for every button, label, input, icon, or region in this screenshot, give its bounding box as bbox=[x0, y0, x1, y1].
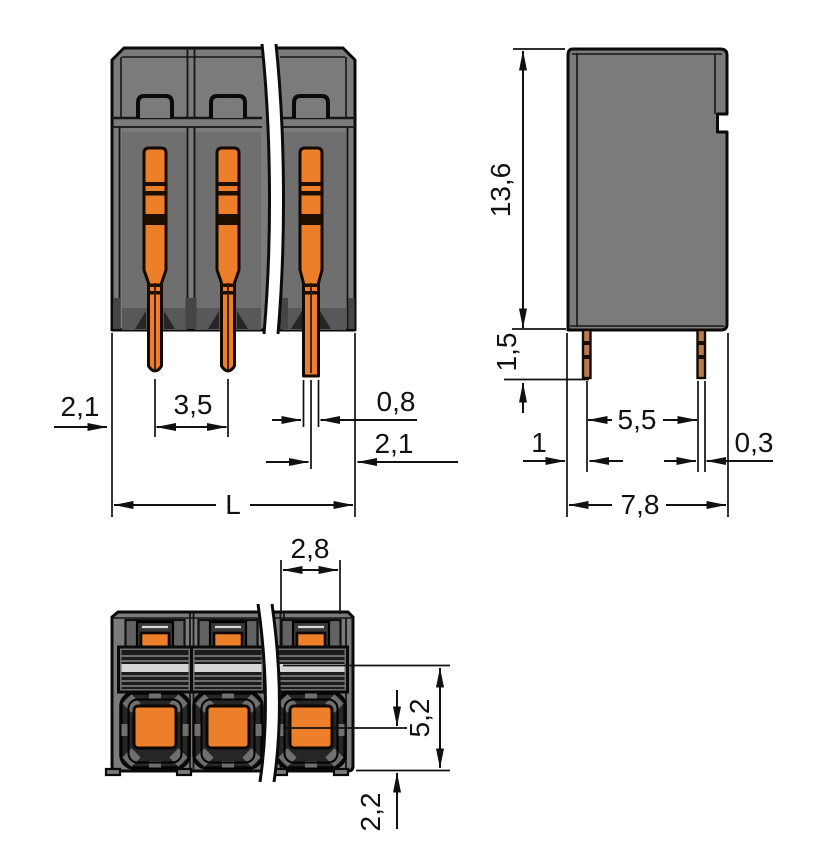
dim-front-pin-width: 0,8 bbox=[377, 386, 416, 417]
bottom-dimensions: 2,8 5,2 2,2 bbox=[280, 533, 450, 832]
front-grooves bbox=[113, 127, 355, 330]
dim-bottom-contact-depth: 5,2 bbox=[404, 699, 435, 738]
front-dimensions: 2,1 3,5 0,8 2,1 L bbox=[54, 333, 458, 520]
dim-side-pin-protrusion: 1,5 bbox=[491, 333, 522, 372]
dim-front-pitch: 3,5 bbox=[174, 389, 213, 420]
front-latch-tabs bbox=[136, 94, 330, 118]
bottom-view bbox=[104, 603, 355, 783]
dim-front-left-offset: 2,1 bbox=[61, 391, 100, 422]
side-view bbox=[566, 47, 729, 380]
dim-bottom-pin-to-edge: 2,2 bbox=[355, 793, 386, 832]
dim-side-pin-thickness: 0,3 bbox=[735, 427, 774, 458]
dim-side-pin-spacing: 5,5 bbox=[618, 404, 657, 435]
side-pin-front bbox=[581, 328, 592, 380]
front-break-line-right bbox=[274, 43, 286, 335]
side-pin-rear bbox=[696, 328, 707, 380]
front-pin-2 bbox=[215, 146, 241, 373]
front-break-gap bbox=[262, 44, 284, 334]
front-view bbox=[110, 43, 357, 378]
dim-bottom-opening-width: 2,8 bbox=[291, 533, 330, 564]
bottom-break-line-right bbox=[270, 603, 282, 783]
bottom-break-line-left bbox=[256, 603, 268, 783]
dim-front-length: L bbox=[225, 489, 241, 520]
dim-side-height: 13,6 bbox=[485, 163, 516, 218]
side-inner-lines bbox=[570, 53, 724, 327]
dim-front-right-offset: 2,1 bbox=[375, 428, 414, 459]
dim-side-depth: 7,8 bbox=[621, 489, 660, 520]
front-pin-1 bbox=[142, 146, 168, 373]
bottom-pole-grilles bbox=[117, 645, 349, 694]
front-bottom-notches bbox=[135, 311, 331, 329]
bottom-pole-buttons bbox=[124, 618, 342, 651]
front-break-line-left bbox=[260, 43, 272, 335]
side-body bbox=[566, 47, 729, 332]
bottom-clamp-rings bbox=[119, 691, 347, 770]
bottom-feet bbox=[104, 767, 350, 777]
dim-side-edge-to-pin: 1 bbox=[531, 427, 547, 458]
front-pin-3 bbox=[298, 146, 324, 378]
side-dimensions: 13,6 1,5 1 5,5 0,3 7,8 bbox=[485, 48, 774, 520]
